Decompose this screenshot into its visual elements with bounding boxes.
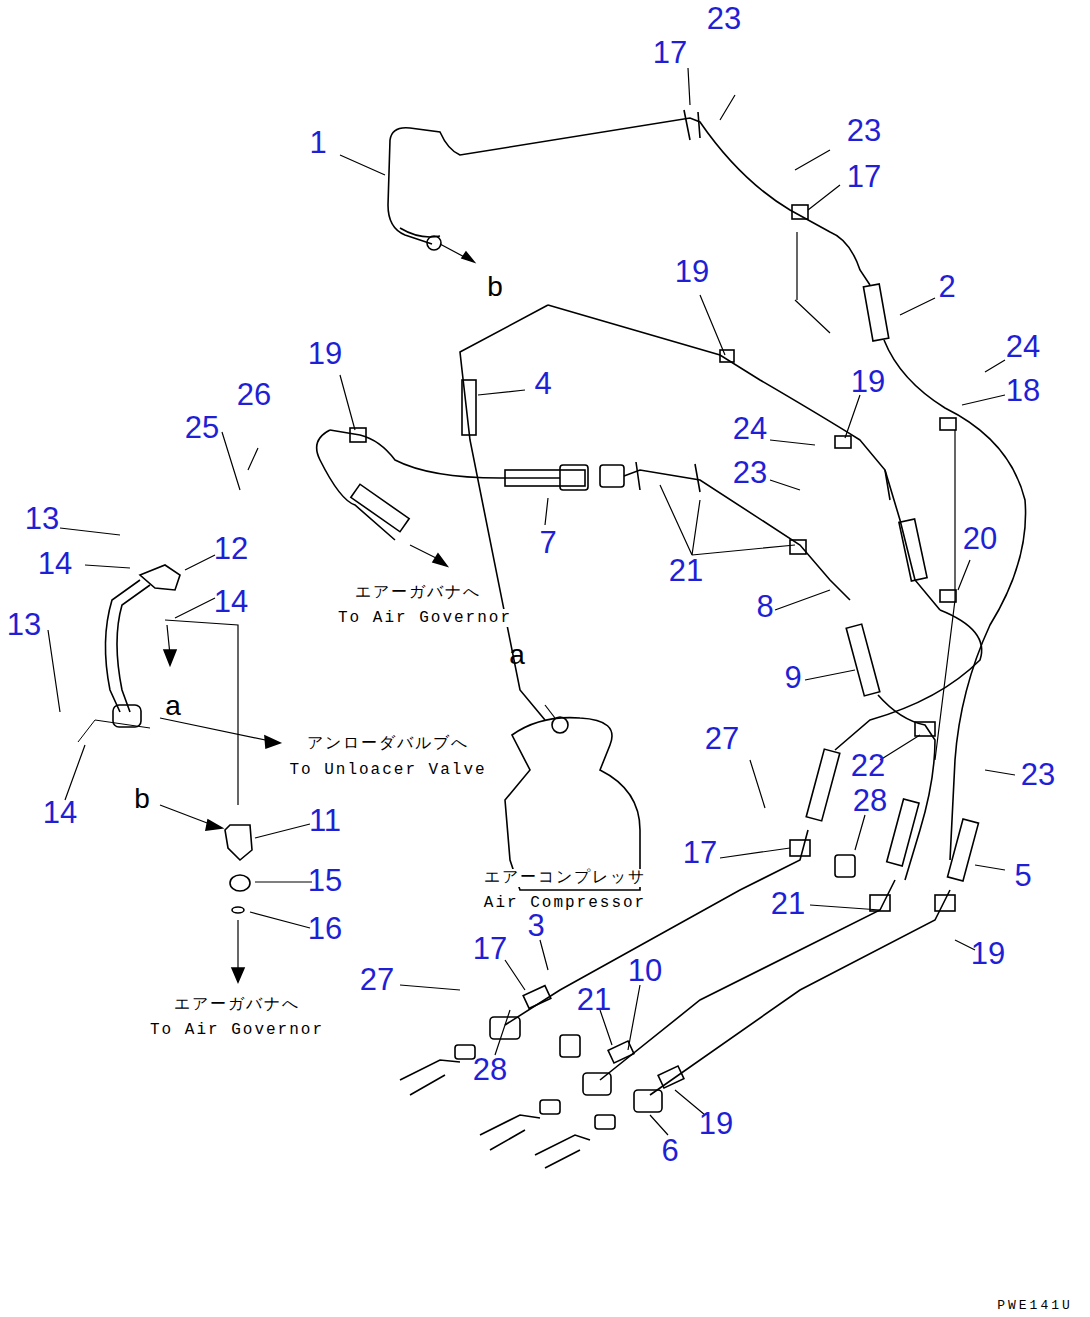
callout-number: 22	[851, 750, 885, 781]
callout-number: 21	[771, 888, 805, 919]
callout-number: 23	[1021, 759, 1055, 790]
callout-number: 12	[214, 533, 248, 564]
callout-number: 24	[1006, 331, 1040, 362]
destination-note: エアーガバナへ	[172, 996, 302, 1014]
callout-number: 27	[705, 723, 739, 754]
callout-number: 10	[628, 955, 662, 986]
callout-number: 11	[309, 805, 341, 836]
callout-number: 7	[539, 527, 556, 558]
callout-number: 24	[733, 413, 767, 444]
reference-letter: b	[134, 785, 150, 813]
destination-note: To Air Governor	[336, 609, 514, 627]
callout-number: 17	[847, 161, 881, 192]
callout-number: 20	[963, 523, 997, 554]
callout-number: 19	[675, 256, 709, 287]
callout-number: 14	[38, 548, 72, 579]
callout-number: 14	[214, 586, 248, 617]
callout-number: 6	[661, 1135, 678, 1166]
callout-number: 15	[308, 865, 342, 896]
callout-number: 28	[473, 1054, 507, 1085]
reference-letter: a	[165, 692, 181, 720]
callout-number: 1	[309, 127, 326, 158]
destination-note: アンローダバルブへ	[305, 735, 471, 753]
callout-number: 16	[308, 913, 342, 944]
callout-number: 9	[784, 662, 801, 693]
callout-number: 13	[7, 609, 41, 640]
callout-number: 13	[25, 503, 59, 534]
callout-number: 3	[527, 910, 544, 941]
callout-number: 23	[733, 457, 767, 488]
callout-number: 17	[473, 933, 507, 964]
callout-number: 4	[534, 368, 551, 399]
destination-note: To Air Governor	[148, 1021, 326, 1039]
callout-number: 19	[851, 366, 885, 397]
callout-number: 23	[847, 115, 881, 146]
callout-number: 26	[237, 379, 271, 410]
callout-number: 14	[43, 797, 77, 828]
callout-number: 19	[699, 1108, 733, 1139]
callout-number: 19	[308, 338, 342, 369]
callout-number: 19	[971, 938, 1005, 969]
destination-note: エアーガバナへ	[353, 584, 483, 602]
reference-letter: b	[487, 273, 503, 301]
destination-note: Air Compressor	[482, 894, 648, 912]
callout-number: 8	[756, 591, 773, 622]
callout-number: 28	[853, 785, 887, 816]
callout-number: 25	[185, 412, 219, 443]
drawing-code: PWE141U	[997, 1299, 1073, 1312]
destination-note: To Unloacer Valve	[287, 761, 488, 779]
callout-number: 18	[1006, 375, 1040, 406]
callout-number: 21	[577, 984, 611, 1015]
callout-number: 5	[1014, 860, 1031, 891]
destination-note: エアーコンプレッサ	[482, 869, 648, 887]
callout-number: 17	[683, 837, 717, 868]
callout-number: 21	[669, 555, 703, 586]
callout-number: 2	[938, 271, 955, 302]
callout-number: 23	[707, 3, 741, 34]
reference-letter: a	[509, 641, 525, 669]
callout-number: 27	[360, 964, 394, 995]
callout-number: 17	[653, 37, 687, 68]
